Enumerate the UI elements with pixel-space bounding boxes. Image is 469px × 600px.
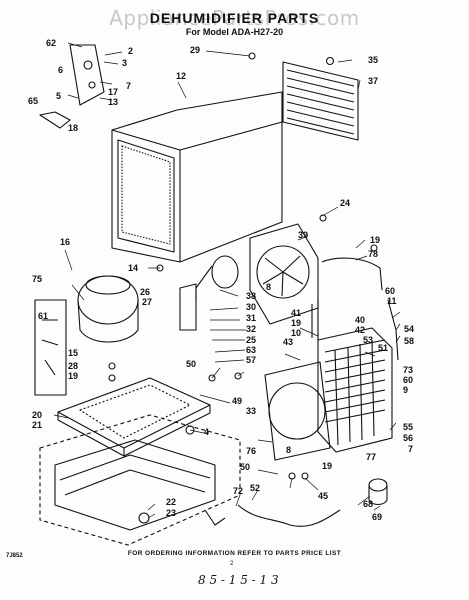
part-label: 2: [128, 46, 134, 56]
part-label: 55: [403, 422, 414, 432]
cabinet-part: [111, 91, 283, 263]
part-label: 53: [363, 335, 374, 345]
part-label: 45: [318, 491, 329, 501]
part-label: 40: [355, 315, 366, 325]
part-label: 20: [32, 410, 43, 420]
fastener-parts: [108, 52, 378, 524]
part-label: 56: [403, 433, 414, 443]
part-label: 31: [246, 313, 257, 323]
part-label: 22: [166, 497, 177, 507]
part-label: 72: [233, 486, 244, 496]
part-label: 68: [363, 499, 374, 509]
part-label: 14: [128, 263, 139, 273]
part-label: 19: [322, 461, 333, 471]
part-label: 76: [246, 446, 257, 456]
fan-shroud-part: [264, 361, 331, 461]
part-label: 21: [32, 420, 43, 430]
part-label: 9: [403, 385, 409, 395]
part-label: 23: [166, 508, 177, 518]
front-grille-part: [282, 61, 359, 141]
coil-assembly-part: [317, 327, 393, 453]
control-bracket-part: [39, 44, 105, 129]
capacitor-part: [368, 478, 388, 506]
part-label: 63: [246, 345, 257, 355]
part-label: 77: [366, 452, 377, 462]
part-label: 8: [286, 445, 292, 455]
part-label: 7: [126, 81, 132, 91]
part-label: 25: [246, 335, 257, 345]
part-label: 19: [291, 318, 302, 328]
part-label: 50: [186, 359, 197, 369]
part-label: 24: [340, 198, 351, 208]
part-label: 13: [108, 97, 119, 107]
compressor-part: [77, 275, 139, 343]
part-label: 73: [403, 365, 414, 375]
part-label: 19: [68, 371, 79, 381]
part-label: 18: [68, 123, 79, 133]
part-label: 50: [240, 462, 251, 472]
model-subtitle: For Model ADA-H27-20: [185, 27, 284, 37]
handwritten-date: 8 5 - 1 5 - 1 3: [198, 573, 279, 587]
part-label: 29: [190, 45, 201, 55]
base-frame-part: [54, 439, 216, 531]
part-label: 4: [204, 427, 210, 437]
part-label: 27: [142, 297, 153, 307]
part-label: 6: [58, 65, 64, 75]
base-frame-outline: [39, 414, 241, 546]
part-label: 11: [387, 296, 397, 306]
part-label: 5: [56, 91, 62, 101]
part-label: 3: [122, 58, 128, 68]
part-label: 10: [291, 328, 302, 338]
part-label: 43: [283, 337, 294, 347]
part-label: 19: [370, 235, 381, 245]
part-label: 57: [246, 355, 257, 365]
part-label: 26: [140, 287, 151, 297]
part-label: 78: [368, 249, 379, 259]
part-label: 61: [38, 311, 49, 321]
part-label: 69: [372, 512, 383, 522]
part-label: 12: [176, 71, 187, 81]
part-label: 16: [60, 237, 71, 247]
part-label: 37: [368, 76, 379, 86]
refrigerant-tubing-part: [311, 257, 399, 361]
part-label: 39: [298, 230, 309, 240]
base-pan-part: [57, 377, 211, 457]
watermark: AppliancePartsPros.com: [109, 6, 360, 30]
part-label: 41: [291, 308, 302, 318]
part-label: 65: [28, 96, 39, 106]
part-label: 33: [246, 406, 257, 416]
part-label: 38: [246, 291, 257, 301]
part-label: 32: [246, 324, 257, 334]
part-label: 52: [250, 483, 261, 493]
part-label: 58: [404, 336, 415, 346]
part-label: 15: [68, 348, 79, 358]
part-label: 42: [355, 325, 366, 335]
part-label: 60: [385, 286, 396, 296]
part-label: 49: [232, 396, 243, 406]
diagram-code: 7J852: [6, 553, 23, 559]
part-label: 51: [378, 343, 389, 353]
page-title: DEHUMIDIFIER PARTS: [149, 10, 320, 26]
page-number: 2: [230, 561, 234, 567]
fan-guard-part: [249, 223, 319, 325]
ordering-note: FOR ORDERING INFORMATION REFER TO PARTS …: [127, 550, 342, 557]
part-label: 75: [32, 274, 43, 284]
part-label: 35: [368, 55, 379, 65]
fan-motor-part: [179, 255, 239, 331]
part-label: 7: [408, 444, 414, 454]
part-label: 62: [46, 38, 57, 48]
part-label: 8: [266, 282, 272, 292]
power-cord-part: [204, 504, 341, 527]
leader-lines: [53, 42, 401, 519]
part-label: 28: [68, 361, 79, 371]
part-label: 54: [404, 324, 415, 334]
wiring-box-part: [34, 299, 67, 396]
part-label: 60: [403, 375, 414, 385]
part-label: 30: [246, 302, 257, 312]
part-label: 17: [108, 87, 119, 97]
